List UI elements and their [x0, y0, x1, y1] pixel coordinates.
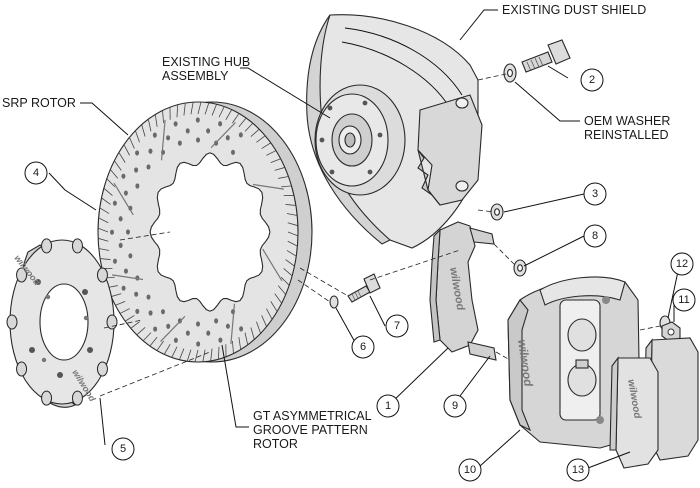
caliper-bolt-2 [521, 39, 571, 73]
srp-rotor [97, 101, 313, 363]
washer-3 [490, 203, 504, 221]
svg-text:10: 10 [464, 464, 476, 476]
assembly-centerlines [99, 73, 661, 397]
callout-5: 5 [111, 437, 135, 461]
svg-text:2: 2 [589, 74, 595, 86]
svg-text:7: 7 [394, 320, 400, 332]
callout-13: 13 [566, 458, 590, 482]
brake-pads: wilwood [609, 337, 699, 469]
text-labels: EXISTING DUST SHIELD EXISTING HUB ASSEMB… [2, 3, 670, 451]
callout-1: 1 [376, 394, 400, 418]
label-oem-washer-line1: OEM WASHER [584, 114, 670, 128]
steering-knuckle [417, 94, 483, 206]
callout-9: 9 [443, 394, 467, 418]
svg-text:9: 9 [452, 400, 458, 412]
label-gt-rotor-line2: GROOVE PATTERN [253, 423, 368, 437]
callout-10: 10 [458, 458, 482, 482]
label-existing-dust-shield: EXISTING DUST SHIELD [502, 3, 646, 17]
mounting-bolt-7 [347, 273, 381, 303]
leader-lines [48, 9, 681, 469]
caliper-brand-text: wilwood [515, 338, 536, 387]
svg-text:4: 4 [33, 167, 39, 179]
svg-text:8: 8 [592, 230, 598, 242]
svg-text:3: 3 [592, 188, 598, 200]
washer-6 [329, 295, 339, 309]
svg-text:12: 12 [676, 258, 688, 270]
oem-washer [503, 63, 517, 83]
label-srp-rotor: SRP ROTOR [2, 96, 76, 110]
label-existing-hub-line2: ASSEMBLY [162, 69, 229, 83]
callout-12: 12 [670, 252, 694, 276]
callout-6: 6 [351, 335, 375, 359]
caliper-bracket: wilwood [429, 221, 497, 361]
svg-text:5: 5 [120, 443, 126, 455]
washer-8 [513, 259, 527, 277]
svg-text:11: 11 [678, 294, 689, 306]
label-oem-washer-line2: REINSTALLED [584, 128, 669, 142]
svg-text:6: 6 [360, 341, 366, 353]
caliper: wilwood [507, 276, 641, 449]
hub-assembly [314, 84, 406, 196]
callout-4: 4 [24, 161, 48, 185]
svg-text:1: 1 [385, 400, 391, 412]
svg-text:13: 13 [572, 464, 584, 476]
callout-3: 3 [583, 182, 607, 206]
label-gt-rotor-line1: GT ASYMMETRICAL [253, 409, 372, 423]
callout-11: 11 [672, 288, 696, 312]
callout-7: 7 [385, 314, 409, 338]
callout-2: 2 [580, 68, 604, 92]
callout-8: 8 [583, 224, 607, 248]
label-gt-rotor-line3: ROTOR [253, 437, 298, 451]
rotor-hat: wilwood wilwood [6, 238, 118, 408]
label-existing-hub-line1: EXISTING HUB [162, 55, 250, 69]
